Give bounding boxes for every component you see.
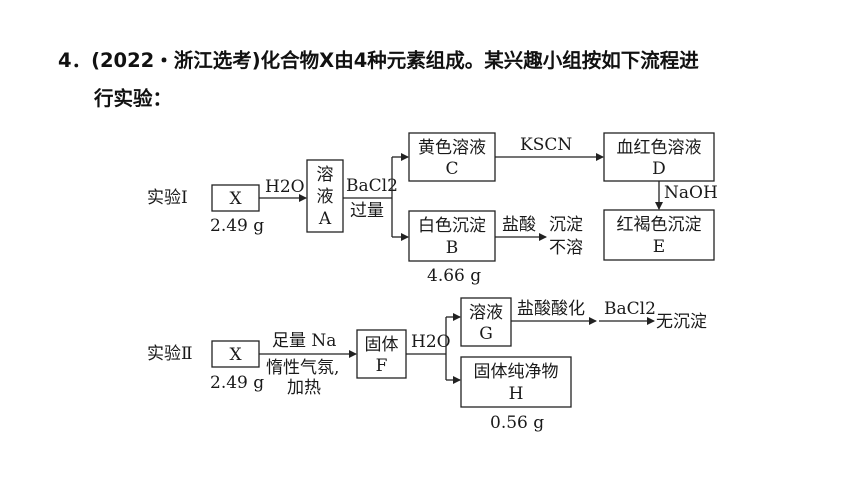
exp2-arrow-bacl2-label: BaCl2	[604, 299, 656, 319]
exp2-result-g: 无沉淀	[656, 312, 707, 332]
exp2-box-h-line2: H	[509, 384, 524, 404]
exp1-box-b-line2: B	[446, 238, 459, 258]
exp2-box-h-line1: 固体纯净物	[474, 362, 559, 382]
question-line-1: 4．(2022・浙江选考)化合物X由4种元素组成。某兴趣小组按如下流程进	[58, 49, 699, 72]
exp1-box-e-line1: 红褐色沉淀	[617, 215, 702, 235]
exp1-arrow-naoh-label: NaOH	[664, 183, 718, 203]
exp1-box-b	[408, 210, 496, 262]
exp1-box-c	[408, 132, 496, 182]
exp2-arrow-na-line3: 加热	[287, 378, 321, 398]
exp1-b-mass: 4.66 g	[427, 266, 481, 286]
exp2-label: 实验Ⅱ	[147, 344, 193, 364]
question-text: 4．(2022・浙江选考)化合物X由4种元素组成。某兴趣小组按如下流程进 行实验…	[58, 42, 838, 118]
exp1-arrow-bacl2-top: BaCl2	[346, 176, 398, 196]
exp1-arrow-kscn-label: KSCN	[520, 135, 572, 155]
exp1-label: 实验Ⅰ	[147, 188, 188, 208]
exp1-box-d-line1: 血红色溶液	[617, 138, 702, 158]
exp2-arrow-acid-label: 盐酸酸化	[517, 299, 585, 319]
exp1-result-b-line1: 沉淀	[549, 215, 583, 235]
exp1-box-a	[306, 159, 344, 233]
exp1-box-a-line2: 液	[317, 187, 334, 207]
exp1-box-d-line2: D	[652, 159, 666, 179]
exp2-x-mass: 2.49 g	[210, 373, 264, 393]
exp2-arrow-na-line2: 惰性气氛,	[266, 358, 339, 378]
exp1-box-d	[603, 132, 715, 182]
exp2-box-f-line2: F	[376, 356, 388, 376]
exp1-x-mass: 2.49 g	[210, 216, 264, 236]
exp2-box-g	[460, 297, 512, 347]
exp1-box-a-line1: 溶	[317, 165, 334, 185]
exp1-box-c-line1: 黄色溶液	[418, 138, 486, 158]
exp1-arrow-bacl2-bottom: 过量	[350, 201, 384, 221]
exp2-arrow-na-line1: 足量 Na	[272, 331, 336, 351]
exp1-box-b-line1: 白色沉淀	[418, 216, 486, 236]
exp1-arrow-hcl-label: 盐酸	[502, 215, 536, 235]
exp2-arrow-h2o-label: H2O	[411, 332, 451, 352]
exp1-result-b-line2: 不溶	[549, 238, 583, 258]
exp2-box-f	[356, 329, 407, 379]
exp2-box-x-text: X	[229, 345, 242, 365]
exp2-box-f-line1: 固体	[365, 335, 399, 355]
exp2-box-g-line1: 溶液	[469, 303, 503, 323]
exp1-box-a-line3: A	[318, 209, 332, 229]
question-line-2: 行实验：	[94, 87, 173, 110]
exp1-box-e	[603, 209, 715, 261]
exp1-arrow-h2o-label: H2O	[265, 177, 305, 197]
exp2-h-mass: 0.56 g	[490, 413, 544, 433]
exp1-box-x	[211, 184, 260, 212]
exp1-box-x-text: X	[229, 189, 242, 209]
exp1-box-c-line2: C	[445, 159, 458, 179]
exp1-box-e-line2: E	[653, 237, 665, 257]
exp2-box-g-line2: G	[479, 324, 493, 344]
exp2-box-h	[460, 356, 572, 408]
